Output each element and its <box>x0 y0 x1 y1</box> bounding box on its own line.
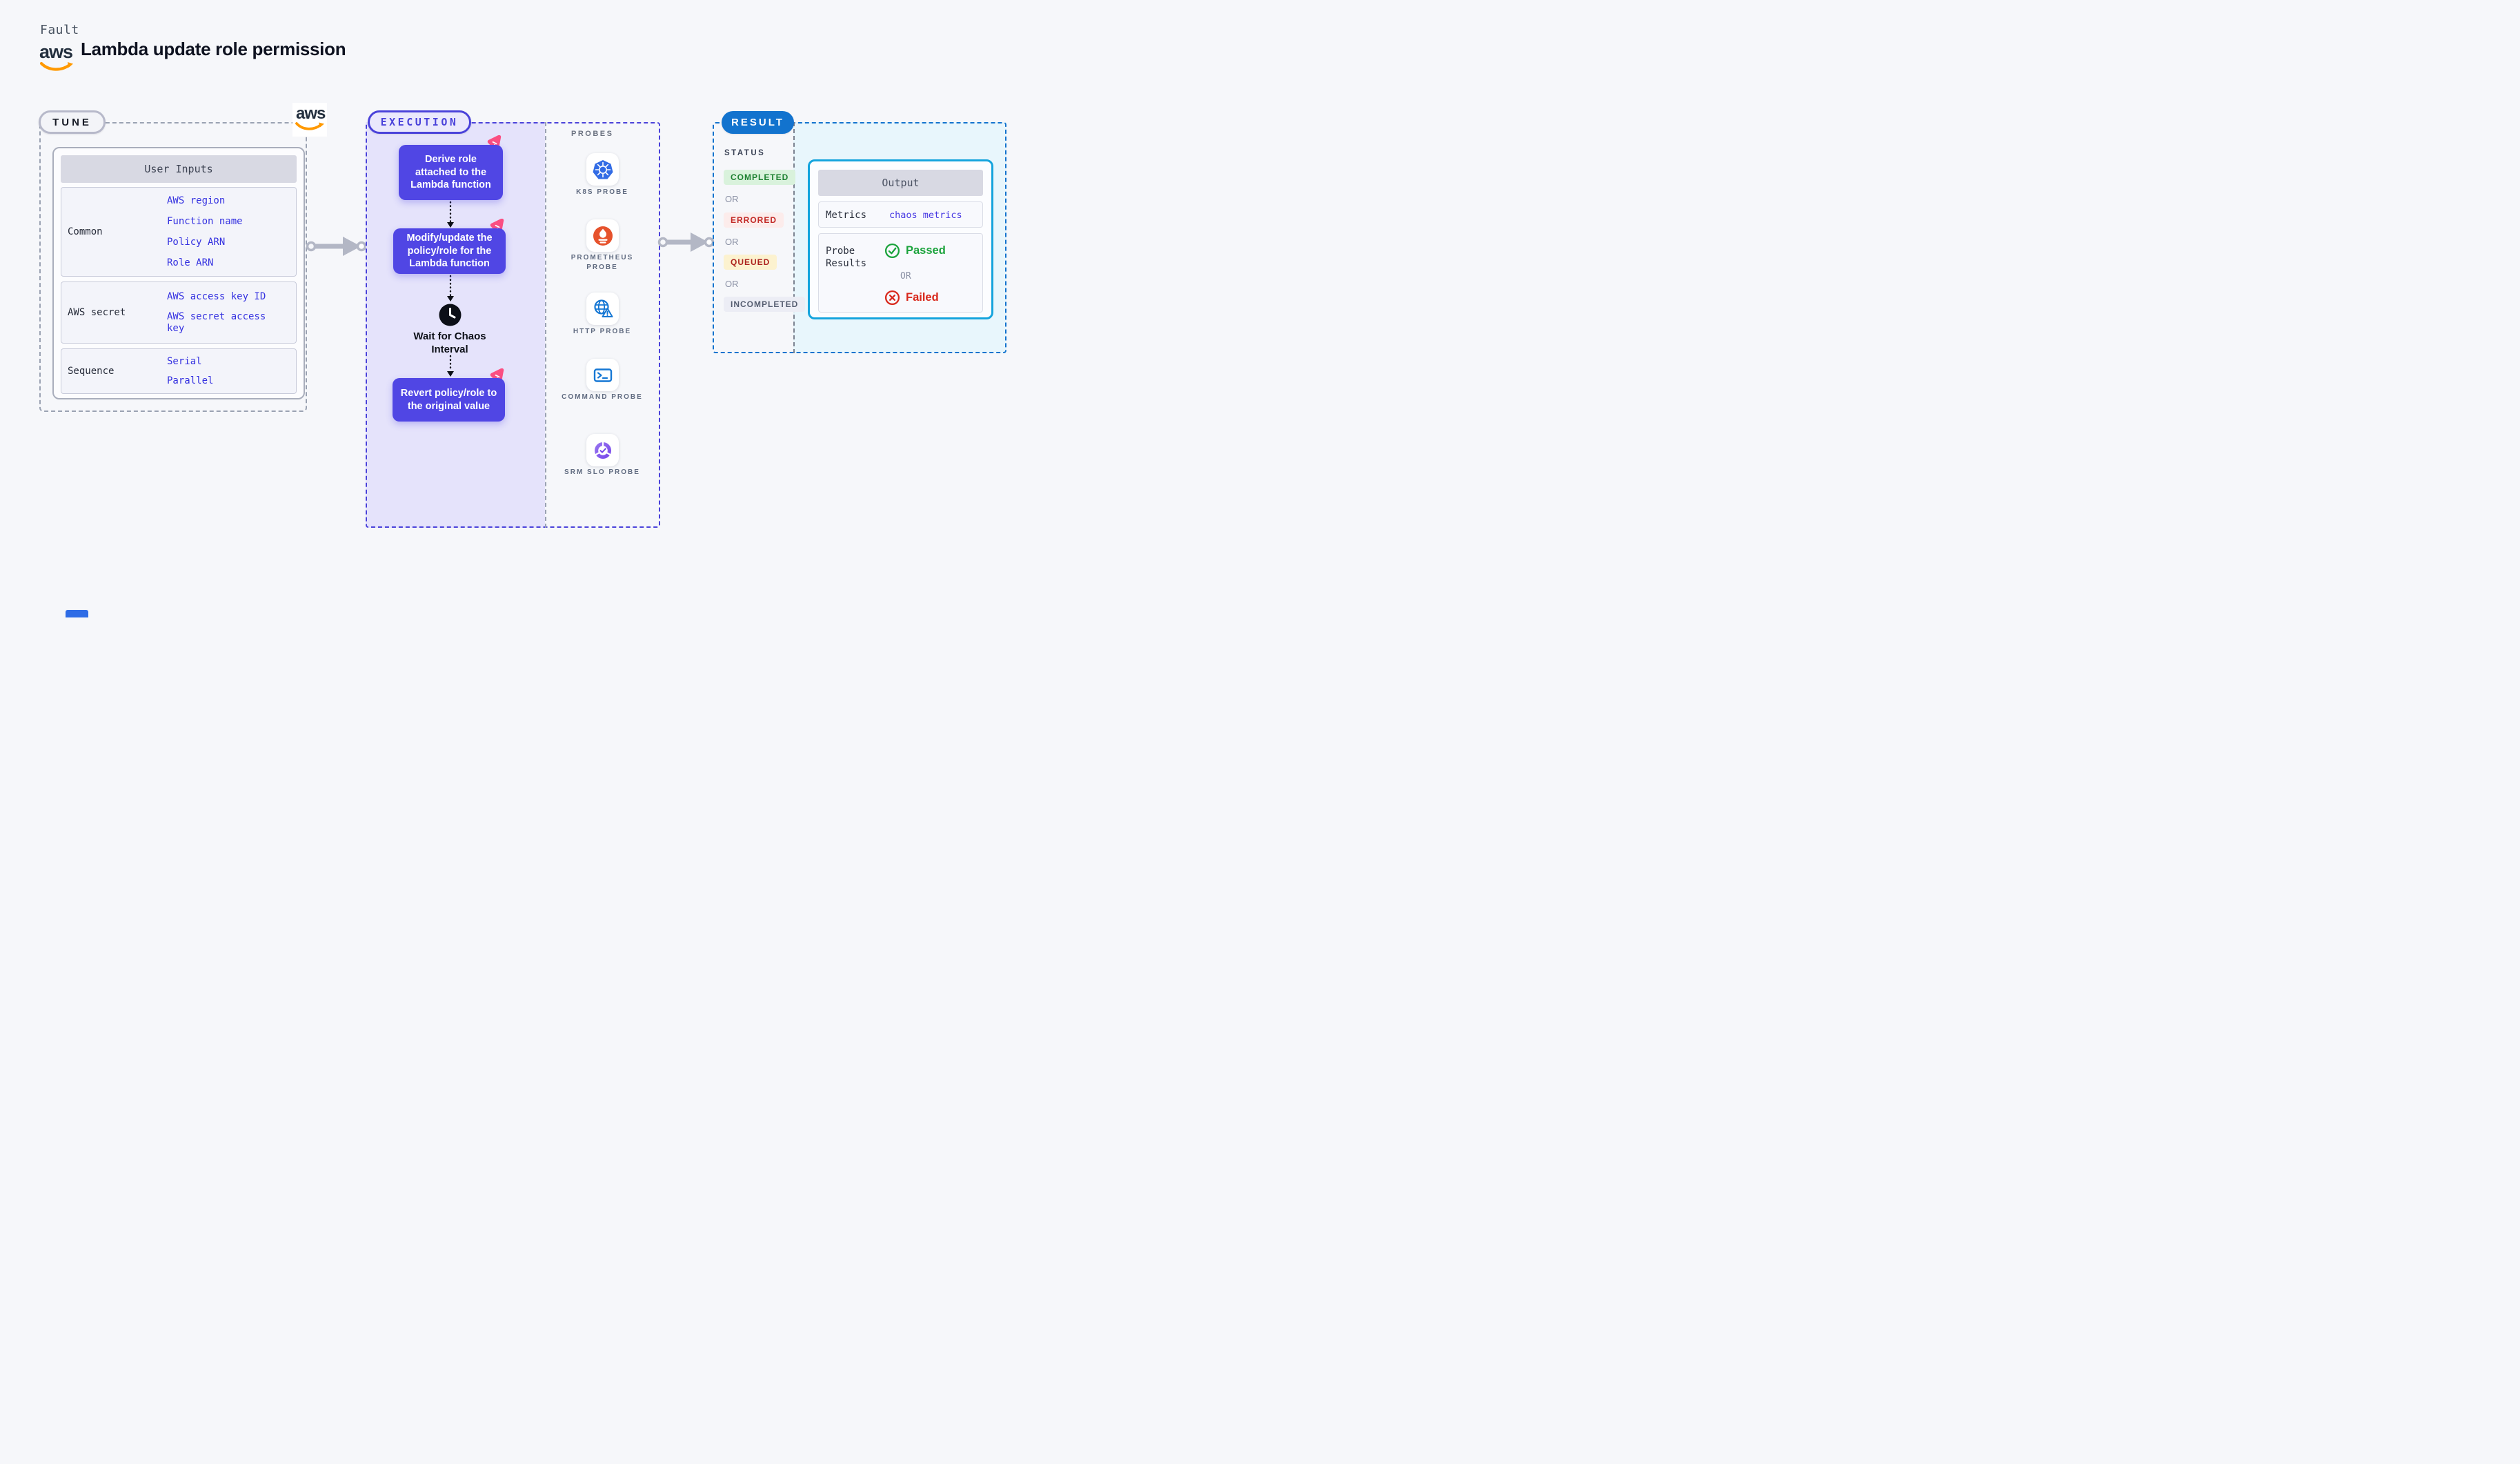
chaos-metrics-link[interactable]: chaos metrics <box>889 210 962 221</box>
kubernetes-icon <box>593 159 613 179</box>
probes-title: PROBES <box>571 130 614 138</box>
wait-chaos-interval-label: Wait for Chaos Interval <box>413 330 486 355</box>
status-badge-errored: ERRORED <box>724 212 784 228</box>
probe-label: SRM SLO PROBE <box>564 468 640 476</box>
output-row-metrics: Metrics chaos metrics <box>818 201 983 228</box>
flow-connector-icon <box>447 355 454 377</box>
execution-pill: EXECUTION <box>368 110 471 134</box>
or-label: OR <box>725 194 739 204</box>
probe-label: PROMETHEUS PROBE <box>571 254 634 271</box>
probe-tile-prometheus <box>586 219 619 252</box>
x-circle-icon <box>884 290 900 306</box>
or-label: OR <box>900 271 911 281</box>
probe-label: HTTP PROBE <box>573 328 632 335</box>
input-row-aws-secret: AWS secret AWS access key ID AWS secret … <box>61 281 297 344</box>
terminal-icon <box>593 368 612 382</box>
input-link-aws-region[interactable]: AWS region <box>167 195 226 206</box>
flow-connector-icon <box>447 201 454 228</box>
probe-label: COMMAND PROBE <box>562 393 643 401</box>
status-badge-queued: QUEUED <box>724 255 777 270</box>
aws-smile-icon <box>295 122 324 130</box>
step-modify-policy: Modify/update the policy/role for the La… <box>393 228 506 274</box>
execution-to-result-arrow-icon <box>657 233 715 252</box>
aws-logo: aws <box>39 43 74 73</box>
result-section-frame <box>713 122 1006 353</box>
result-pill: RESULT <box>722 111 794 134</box>
or-label: OR <box>725 279 739 289</box>
tune-pill: TUNE <box>39 110 106 134</box>
metrics-label: Metrics <box>826 210 867 221</box>
tune-to-execution-arrow-icon <box>306 237 367 256</box>
probe-tile-srm-slo <box>586 434 619 466</box>
aws-wordmark: aws <box>39 41 73 62</box>
input-link-policy-arn[interactable]: Policy ARN <box>167 236 226 248</box>
slo-gauge-icon <box>594 441 611 459</box>
input-row-common: Common AWS region Function name Policy A… <box>61 187 297 277</box>
execution-probes-separator <box>545 122 546 528</box>
probe-tile-k8s <box>586 153 619 186</box>
step-revert-policy: Revert policy/role to the original value <box>393 378 505 422</box>
status-badge-incompleted: INCOMPLETED <box>724 297 806 312</box>
probe-results-label: Probe Results <box>826 246 867 269</box>
input-link-parallel[interactable]: Parallel <box>167 375 214 386</box>
failed-label: Failed <box>906 291 939 304</box>
prometheus-icon <box>593 226 613 246</box>
diagram-canvas: Fault Lambda update role permission aws … <box>0 0 1062 617</box>
user-inputs-card: User Inputs Common AWS region Function n… <box>52 147 305 399</box>
input-row-label: AWS secret <box>68 307 126 318</box>
user-inputs-header: User Inputs <box>61 155 297 183</box>
globe-alert-icon <box>593 299 613 317</box>
probe-tile-http <box>586 293 619 325</box>
output-row-probe-results: Probe Results Passed OR Failed <box>818 233 983 313</box>
execution-section-frame <box>366 122 660 528</box>
status-output-separator <box>793 122 795 353</box>
status-title: STATUS <box>724 149 766 157</box>
aws-wordmark: aws <box>296 104 326 123</box>
input-row-label: Common <box>68 226 103 237</box>
input-row-label: Sequence <box>68 366 115 377</box>
cropped-blue-element <box>66 610 88 617</box>
passed-label: Passed <box>906 244 946 257</box>
output-card: Output Metrics chaos metrics Probe Resul… <box>808 159 993 319</box>
flow-connector-icon <box>447 275 454 301</box>
check-circle-icon <box>884 243 900 259</box>
input-row-sequence: Sequence Serial Parallel <box>61 348 297 394</box>
page-title: Lambda update role permission <box>81 39 346 59</box>
aws-smile-icon <box>39 61 73 71</box>
fault-kicker: Fault <box>40 23 79 37</box>
status-badge-completed: COMPLETED <box>724 170 796 185</box>
input-link-serial[interactable]: Serial <box>167 355 202 367</box>
probe-tile-command <box>586 359 619 391</box>
input-link-function-name[interactable]: Function name <box>167 215 243 227</box>
input-link-access-key-id[interactable]: AWS access key ID <box>167 290 266 302</box>
probe-label: K8S PROBE <box>576 188 628 196</box>
or-label: OR <box>725 237 739 247</box>
input-link-secret-access-key[interactable]: AWS secret access key <box>167 310 266 334</box>
step-derive-role: Derive role attached to the Lambda funct… <box>399 145 503 200</box>
output-header: Output <box>818 170 983 196</box>
aws-logo-tile: aws <box>292 103 327 137</box>
tune-section-frame <box>39 122 307 412</box>
input-link-role-arn[interactable]: Role ARN <box>167 257 214 268</box>
clock-icon <box>439 304 462 326</box>
